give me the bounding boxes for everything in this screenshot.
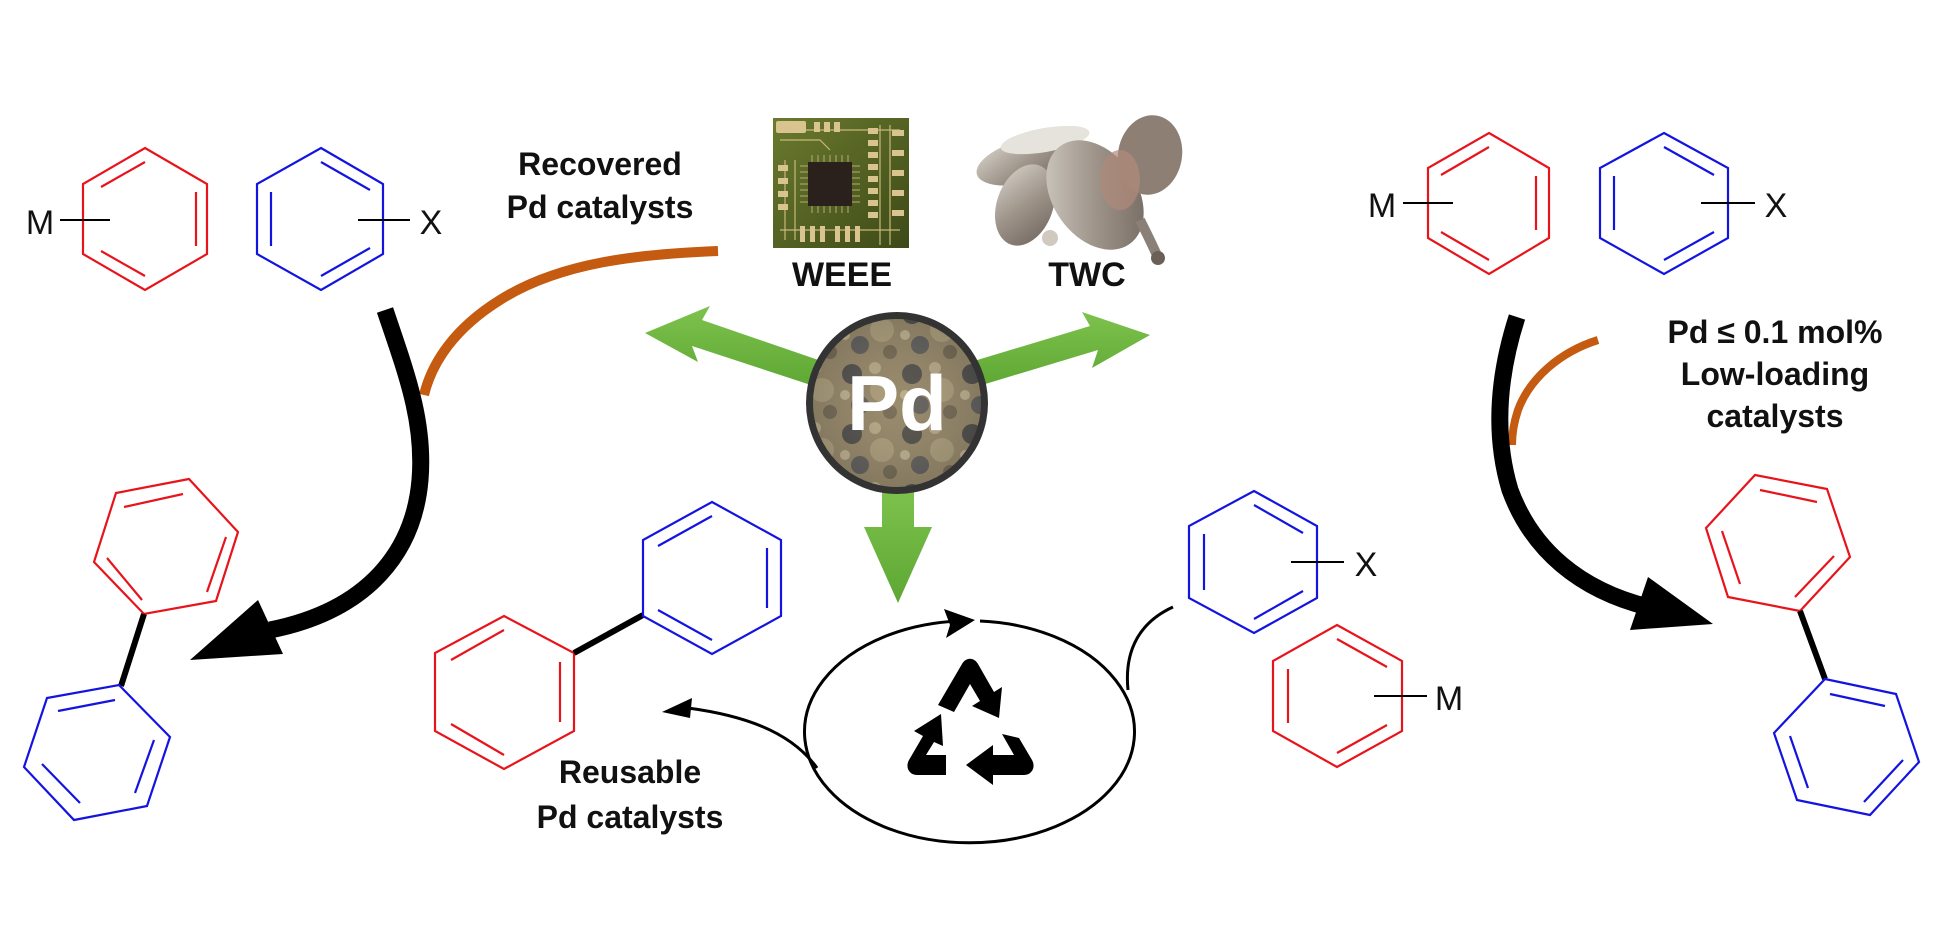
- product-ring-red-center: [433, 614, 576, 771]
- low-loading-label-line2: Low-loading: [1681, 356, 1869, 392]
- biaryl-bond-right: [1797, 609, 1828, 681]
- catalyst-arc-right: [1508, 336, 1600, 446]
- pd-label: Pd: [847, 359, 947, 447]
- green-arrow-right: [964, 312, 1150, 388]
- product-ring-blue-right: [1772, 677, 1921, 817]
- aryl-metal-ring-left: [81, 146, 209, 292]
- product-ring-red-left: [92, 477, 240, 616]
- aryl-metal-ring-right: [1426, 131, 1551, 276]
- catalyst-arc-left: [419, 246, 719, 397]
- aryl-metal-ring-center: [1271, 623, 1404, 769]
- biaryl-product-left: [22, 477, 240, 822]
- product-ring-blue-center: [641, 500, 783, 656]
- recovered-label-line1: Recovered: [518, 146, 682, 182]
- reaction-arrow-left: [190, 307, 430, 660]
- weee-label: WEEE: [792, 256, 892, 294]
- reaction-arrow-right: [1491, 314, 1713, 630]
- low-loading-label-line1: Pd ≤ 0.1 mol%: [1668, 314, 1883, 350]
- green-arrow-left: [645, 306, 830, 388]
- aryl-halide-ring-left: [255, 146, 385, 292]
- biaryl-bond-left: [118, 613, 147, 687]
- aryl-halide-ring-right: [1598, 131, 1730, 276]
- catalytic-cycle: [662, 605, 1174, 845]
- metal-label-right: M: [1368, 187, 1396, 225]
- weee-image: [773, 118, 909, 248]
- metal-label-center: M: [1435, 680, 1463, 718]
- metal-label-left: M: [26, 204, 54, 242]
- twc-label: TWC: [1048, 256, 1125, 294]
- aryl-halide-ring-center: [1187, 489, 1319, 635]
- reusable-label-line1: Reusable: [559, 754, 701, 790]
- halide-label-left: X: [420, 204, 443, 242]
- product-ring-blue-left: [22, 683, 172, 822]
- biaryl-product-right: [1704, 473, 1921, 817]
- biaryl-product-center: [433, 500, 783, 771]
- low-loading-label-line3: catalysts: [1707, 398, 1844, 434]
- left-reagents: M X: [26, 146, 443, 292]
- twc-image: [976, 115, 1183, 265]
- product-ring-red-right: [1704, 473, 1852, 613]
- reusable-label-line2: Pd catalysts: [537, 799, 724, 835]
- halide-label-right: X: [1765, 187, 1788, 225]
- right-reagents: M X: [1368, 131, 1788, 276]
- halide-label-center: X: [1355, 546, 1378, 584]
- recycle-icon: [907, 658, 1034, 785]
- recovered-label-line2: Pd catalysts: [507, 189, 694, 225]
- pd-catalyst-disc: Pd: [806, 312, 988, 494]
- green-arrow-down: [864, 490, 932, 603]
- biaryl-bond-center: [572, 612, 645, 656]
